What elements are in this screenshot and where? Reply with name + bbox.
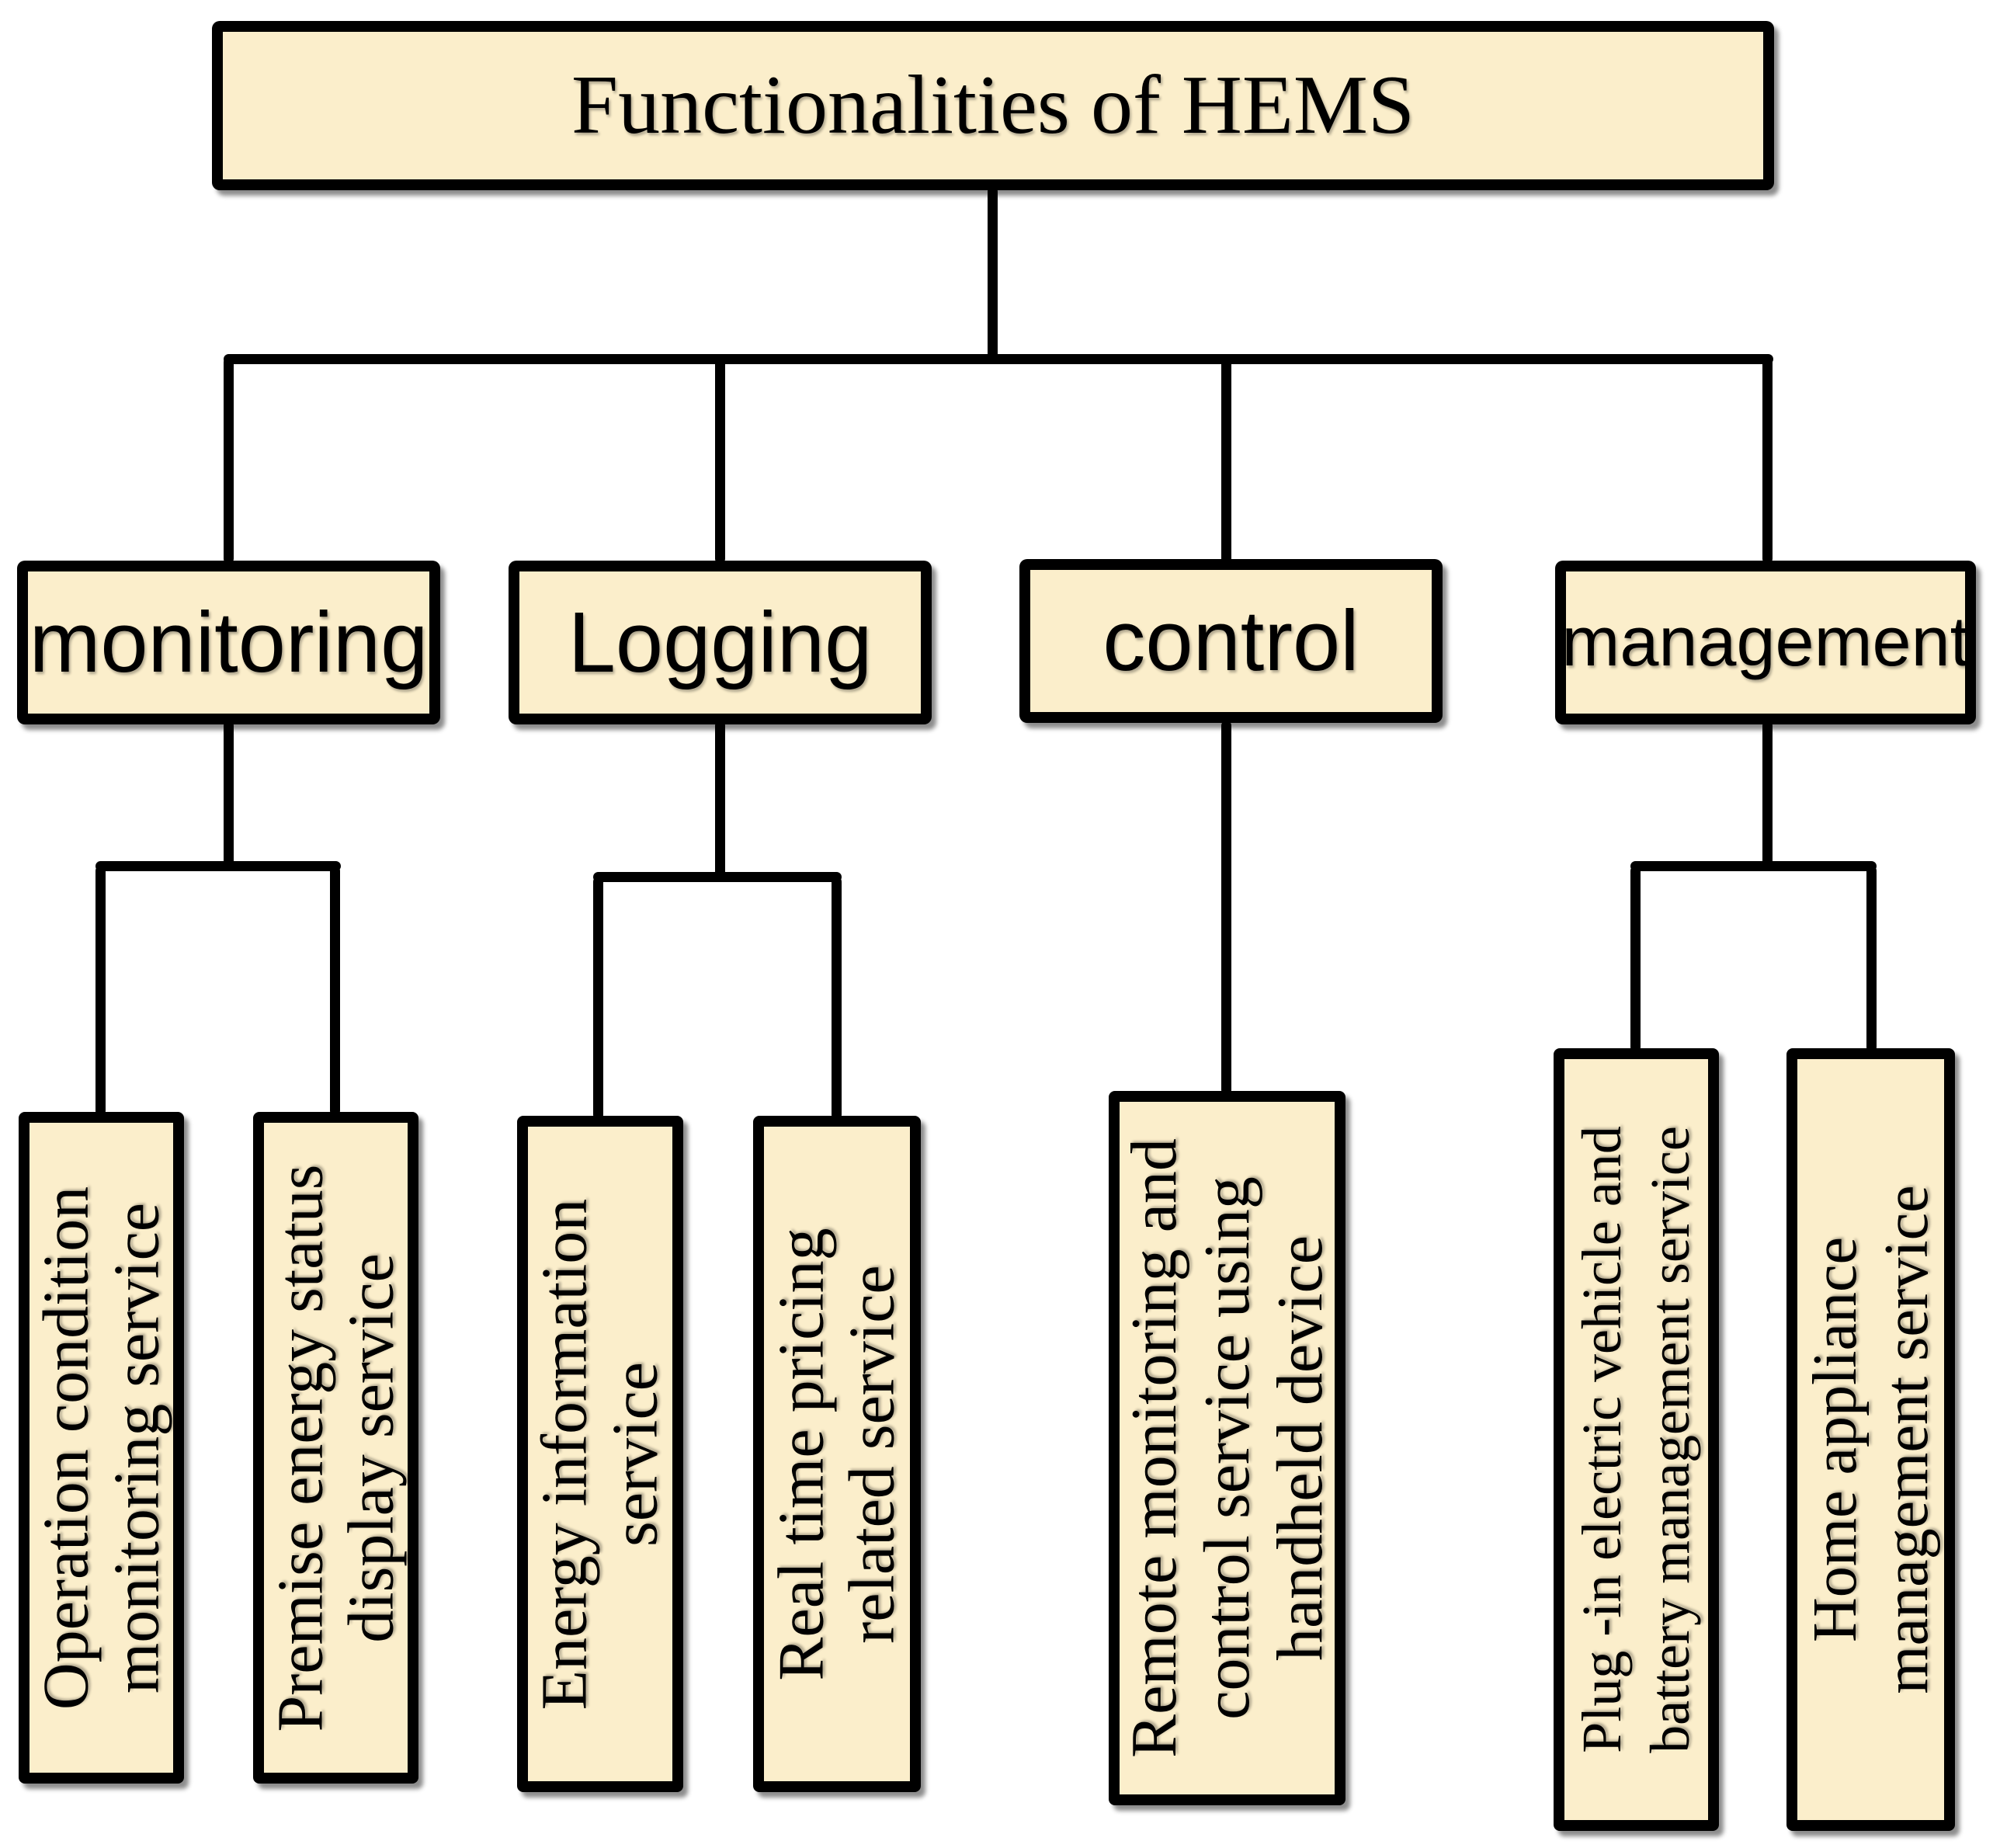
connector-management-stem <box>1762 721 1773 871</box>
connector-drop-management <box>1762 357 1773 564</box>
connector-level1-rail <box>224 354 1773 364</box>
connector-root-drop <box>988 186 998 363</box>
node-remote-monitoring-control-service-label: Remote monitoring and control service us… <box>1117 1138 1336 1758</box>
connector-drop-leaf-operation-condition <box>95 866 106 1116</box>
connector-drop-monitoring <box>224 357 234 564</box>
node-functionalities-of-hems: Functionalities of HEMS <box>212 21 1774 190</box>
connector-monitoring-rail <box>95 861 341 871</box>
node-logging-label: Logging <box>568 595 873 690</box>
connector-drop-leaf-energy-information <box>593 877 603 1120</box>
connector-drop-leaf-real-time-pricing <box>832 877 842 1120</box>
connector-drop-logging <box>715 357 725 564</box>
node-home-appliance-management-service-label: Home appliance management service <box>1800 1185 1941 1694</box>
node-functionalities-of-hems-label: Functionalities of HEMS <box>571 59 1415 151</box>
node-home-appliance-management-service: Home appliance management service <box>1786 1048 1955 1831</box>
node-premise-energy-status-display-service-label: Premise energy status display service <box>263 1164 407 1732</box>
node-real-time-pricing-related-service-label: Real time pricing related service <box>765 1227 908 1681</box>
node-energy-information-service: Energy information service <box>517 1116 683 1792</box>
node-premise-energy-status-display-service: Premise energy status display service <box>253 1112 418 1784</box>
node-plug-in-ev-battery-management-service-label: Plug -in electric vehicle and battery ma… <box>1570 1126 1701 1753</box>
connector-monitoring-stem <box>224 721 234 871</box>
node-monitoring: monitoring <box>17 561 440 724</box>
connector-logging-rail <box>593 872 842 882</box>
connector-drop-leaf-plug-in-ev <box>1630 866 1641 1052</box>
connector-drop-leaf-premise-energy <box>330 866 340 1116</box>
connector-logging-stem <box>715 721 725 882</box>
connector-management-rail <box>1630 861 1877 871</box>
node-energy-information-service-label: Energy information service <box>528 1198 671 1710</box>
node-management: management <box>1555 561 1976 724</box>
node-control: control <box>1019 559 1443 723</box>
node-remote-monitoring-control-service: Remote monitoring and control service us… <box>1109 1091 1345 1805</box>
node-operation-condition-monitoring-service: Operation condition monitoring service <box>19 1112 184 1784</box>
node-logging: Logging <box>509 561 932 724</box>
node-operation-condition-monitoring-service-label: Operation condition monitoring service <box>29 1186 172 1710</box>
connector-drop-control <box>1221 357 1231 564</box>
connector-drop-leaf-remote-monitoring <box>1221 721 1231 1095</box>
node-real-time-pricing-related-service: Real time pricing related service <box>753 1116 921 1792</box>
node-plug-in-ev-battery-management-service: Plug -in electric vehicle and battery ma… <box>1554 1048 1719 1831</box>
node-management-label: management <box>1561 603 1970 681</box>
node-monitoring-label: monitoring <box>29 595 429 690</box>
connector-drop-leaf-home-appliance <box>1866 866 1877 1052</box>
node-control-label: control <box>1102 593 1359 689</box>
